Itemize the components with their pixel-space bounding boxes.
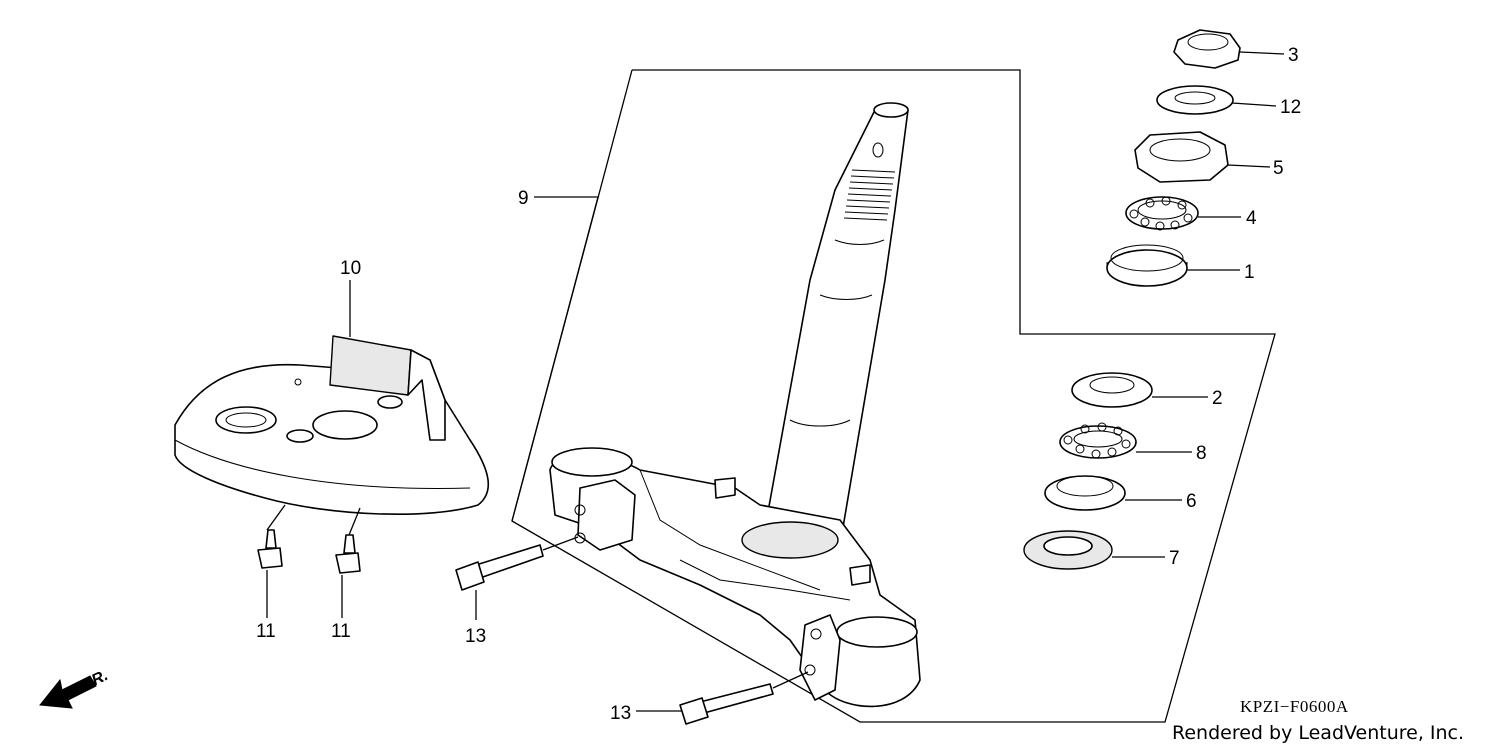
bolt-11-left: [257, 529, 283, 569]
upper-race-1: [1106, 244, 1188, 287]
ball-bearing-4: [1125, 196, 1199, 231]
top-bridge-cover: [174, 335, 490, 515]
front-direction-label: FR.: [80, 667, 111, 694]
leader-lines: [266, 51, 1285, 712]
callout-5: 5: [1273, 158, 1284, 179]
lock-nut-3: [1173, 29, 1241, 69]
assembly-boundary: [511, 69, 1276, 723]
steering-stem: [549, 102, 921, 708]
bolt-11-right: [335, 534, 361, 574]
credit-text: Rendered by LeadVenture, Inc.: [1172, 722, 1464, 744]
callout-3: 3: [1288, 45, 1299, 66]
front-direction-arrow: FR.: [39, 667, 111, 709]
diagram-code: KPZI−F0600A: [1240, 697, 1349, 716]
callout-13-lower: 13: [610, 703, 631, 724]
ball-bearing-8: [1059, 422, 1137, 459]
adjusting-nut-5: [1134, 131, 1229, 183]
dust-seal-7: [1023, 530, 1113, 570]
callout-10: 10: [340, 258, 361, 279]
callout-4: 4: [1246, 208, 1257, 229]
callout-13-upper: 13: [465, 626, 486, 647]
callout-6: 6: [1186, 491, 1197, 512]
race-2: [1071, 372, 1153, 408]
callout-12: 12: [1280, 97, 1301, 118]
lower-race-6: [1044, 475, 1126, 511]
pinch-bolt-13-lower: [679, 683, 774, 725]
callout-8: 8: [1196, 443, 1207, 464]
callout-7: 7: [1169, 548, 1180, 569]
washer-12: [1156, 85, 1234, 115]
callout-1: 1: [1244, 262, 1255, 283]
callout-11-left: 11: [256, 621, 276, 642]
callout-2: 2: [1212, 388, 1223, 409]
callout-11-right: 11: [331, 621, 351, 642]
callout-9: 9: [518, 188, 529, 209]
pinch-bolt-13-upper: [455, 544, 544, 591]
